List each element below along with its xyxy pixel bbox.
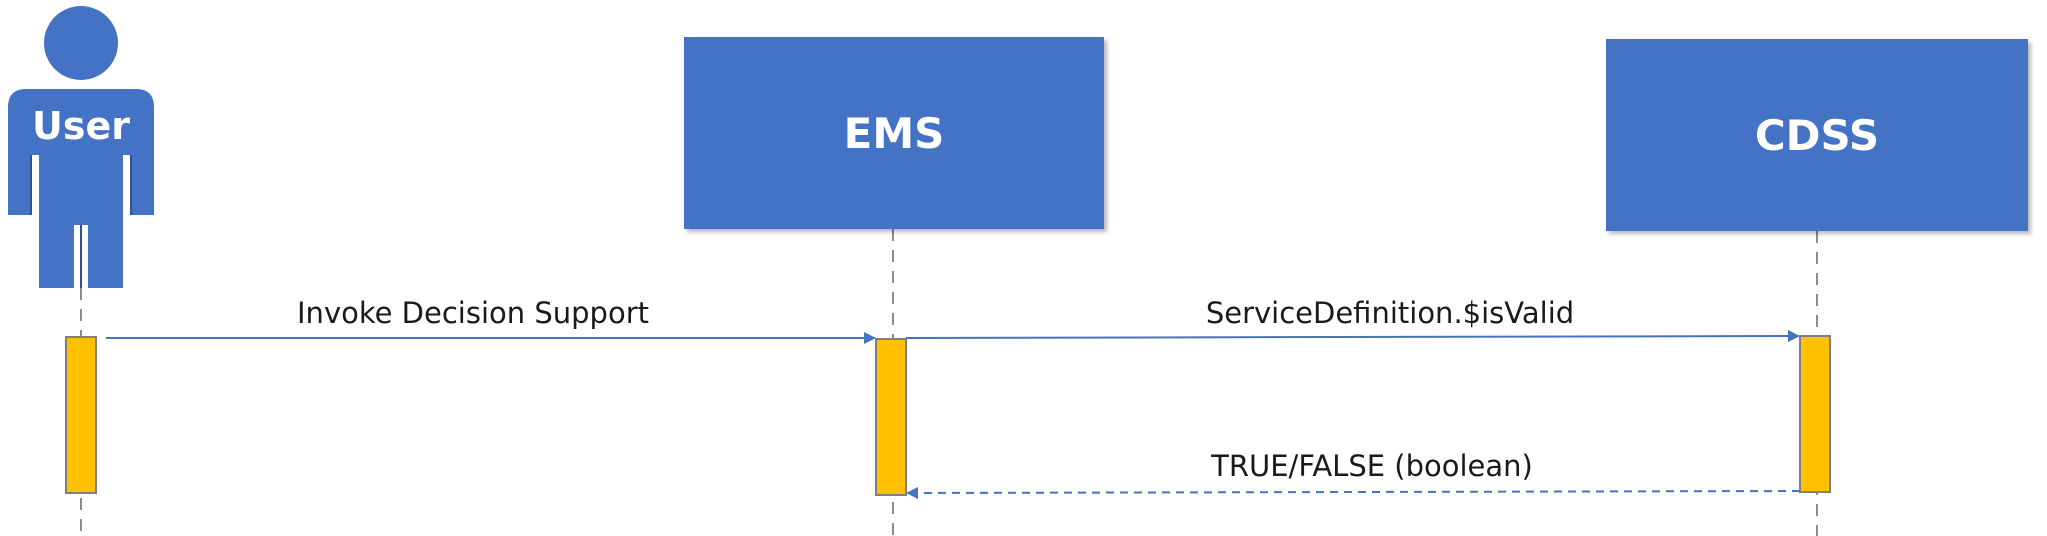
- user-actor-icon: [8, 6, 154, 288]
- message-label-return: TRUE/FALSE (boolean): [1211, 449, 1533, 483]
- activation-bar-ems: [875, 338, 907, 496]
- activation-bar-user: [65, 336, 97, 494]
- participant-cdss-box: CDSS: [1606, 39, 2028, 231]
- participant-ems-label: EMS: [843, 108, 945, 158]
- participant-user-label: User: [32, 104, 130, 148]
- message-label-invoke: Invoke Decision Support: [297, 296, 649, 330]
- participant-cdss-label: CDSS: [1754, 110, 1880, 160]
- activation-bar-cdss: [1799, 335, 1831, 493]
- participant-ems-box: EMS: [684, 37, 1104, 229]
- message-label-isvalid: ServiceDefinition.$isValid: [1205, 296, 1575, 330]
- arrow-true-false-return: [906, 486, 1801, 499]
- arrow-service-definition-isvalid: [905, 330, 1800, 343]
